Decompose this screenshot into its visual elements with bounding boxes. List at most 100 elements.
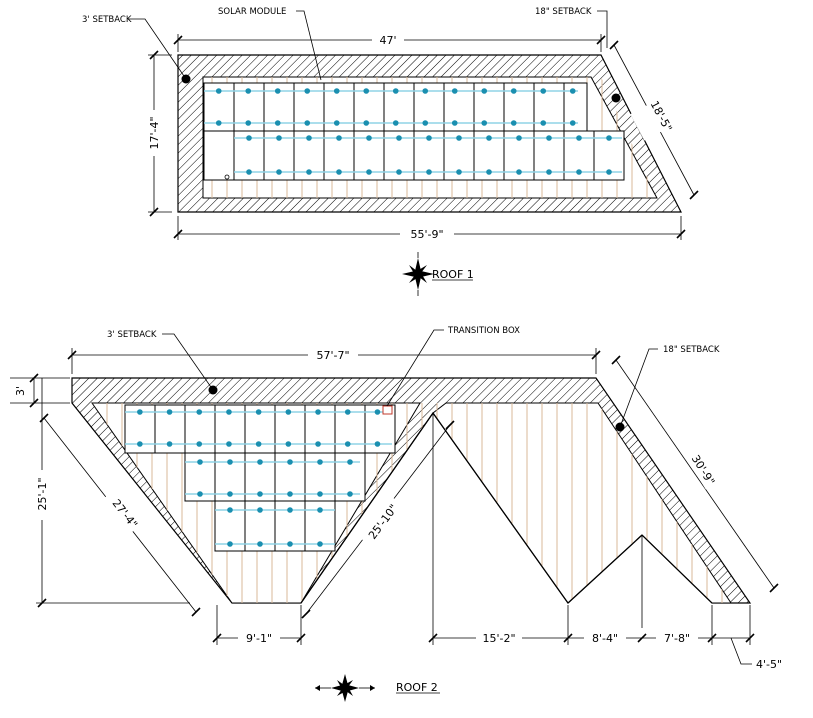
attachment-point (576, 169, 582, 175)
attachment-point (276, 135, 282, 141)
attachment-point (481, 120, 488, 126)
attachment-point (374, 441, 381, 447)
attachment-point (347, 491, 353, 497)
attachment-point (317, 541, 323, 547)
attachment-point (196, 441, 203, 447)
attachment-point (137, 409, 143, 415)
attachment-point (285, 409, 292, 415)
attachment-point (315, 441, 321, 447)
roof-2-dim-right-slant-text: 30'-9" (689, 453, 718, 488)
attachment-point (546, 169, 552, 175)
attachment-point (227, 507, 233, 513)
attachment-point (306, 169, 312, 175)
attachment-point (257, 541, 263, 547)
attachment-point (257, 491, 263, 497)
roof-1-setback-18in-marker (611, 93, 621, 103)
attachment-point (510, 120, 517, 126)
attachment-point (336, 169, 342, 175)
roof-2-setback-18in-leader (619, 348, 658, 428)
attachment-point (486, 169, 492, 175)
roof-2-dim-bottom-left-text: 9'-1" (246, 632, 272, 645)
attachment-point (137, 441, 143, 447)
roof-1-dim-bottom: 55'-9" (173, 216, 686, 241)
roof-1-dim-height: 17'-4" (146, 50, 172, 217)
roof-1-solar-module (413, 82, 445, 132)
roof-2-dim-height: 25'-1" (32, 378, 190, 608)
attachment-point (451, 120, 458, 126)
roof-2-dim-top: 57'-7" (67, 347, 601, 374)
roof-2-dim-seg2-text: 8'-4" (592, 632, 618, 645)
attachment-point (540, 120, 547, 126)
attachment-point (227, 541, 233, 547)
attachment-point (226, 441, 232, 447)
attachment-point (276, 169, 282, 175)
roof-1-solar-module (353, 82, 385, 132)
transition-box-icon (382, 405, 393, 415)
roof-2-compass-icon (315, 674, 375, 702)
roof-2-setback-18in-label: 18" SETBACK (663, 345, 720, 355)
attachment-point (315, 409, 321, 415)
attachment-point (516, 135, 522, 141)
attachment-point (245, 88, 252, 94)
roof-2-dim-seg4-text: 4'-5" (756, 658, 782, 671)
roof-2-dim-setback: 3' (10, 373, 70, 408)
attachment-point (576, 135, 582, 141)
attachment-point (363, 88, 370, 94)
roof-2-dim-setback-text: 3' (14, 386, 27, 396)
attachment-point (344, 409, 351, 415)
roof-2-transition-box-label: TRANSITION BOX (447, 326, 520, 336)
roof-1-solar-module-label: SOLAR MODULE (218, 7, 286, 17)
roof-2-title: ROOF 2 (396, 681, 438, 694)
roof-1-dim-top-text: 47' (379, 34, 396, 47)
attachment-point (304, 88, 311, 94)
attachment-point (569, 88, 576, 94)
attachment-point (333, 120, 340, 126)
attachment-point (481, 88, 488, 94)
attachment-point (366, 169, 372, 175)
roof-1-solar-module (533, 82, 565, 132)
attachment-point (396, 169, 402, 175)
roof-1-solar-module-leader (296, 10, 322, 81)
attachment-point (226, 409, 232, 415)
attachment-point (257, 459, 263, 465)
attachment-point (227, 491, 233, 497)
roof-1-setback-18in-label: 18" SETBACK (535, 7, 592, 17)
attachment-point (287, 507, 293, 513)
roof-2-dim-bottom-left: 9'-1" (212, 605, 306, 645)
roof-1-dim-height-text: 17'-4" (148, 116, 161, 149)
attachment-point (287, 541, 293, 547)
roof-2-dim-seg3-text: 7'-8" (664, 632, 690, 645)
attachment-point (540, 88, 547, 94)
attachment-point (606, 135, 612, 141)
attachment-point (606, 169, 612, 175)
attachment-point (333, 88, 340, 94)
roof-1-modules (203, 82, 625, 181)
roof-2-dim-seg1-text: 15'-2" (482, 632, 515, 645)
attachment-point (215, 120, 222, 126)
attachment-point (285, 441, 292, 447)
attachment-point (426, 169, 432, 175)
attachment-point (422, 88, 429, 94)
attachment-point (336, 135, 342, 141)
roof-2-setback-3ft-leader (162, 333, 214, 391)
attachment-point (306, 135, 312, 141)
roof-1-title: ROOF 1 (432, 268, 474, 281)
attachment-point (215, 88, 222, 94)
attachment-point (344, 441, 351, 447)
roof-1-compass-icon (402, 252, 434, 296)
attachment-point (255, 441, 262, 447)
attachment-point (246, 169, 252, 175)
roof-1-solar-module (473, 82, 505, 132)
attachment-point (456, 169, 462, 175)
attachment-point (451, 88, 458, 94)
attachment-point (274, 88, 281, 94)
roof-1: 3' SETBACK SOLAR MODULE 18" SETBACK 47' … (82, 7, 699, 296)
attachment-point (227, 459, 233, 465)
roof-2-dim-height-text: 25'-1" (36, 477, 49, 510)
attachment-point (166, 409, 173, 415)
attachment-point (510, 88, 517, 94)
roof-1-setback-3ft-label: 3' SETBACK (82, 15, 132, 25)
attachment-point (197, 491, 203, 497)
attachment-point (456, 135, 462, 141)
